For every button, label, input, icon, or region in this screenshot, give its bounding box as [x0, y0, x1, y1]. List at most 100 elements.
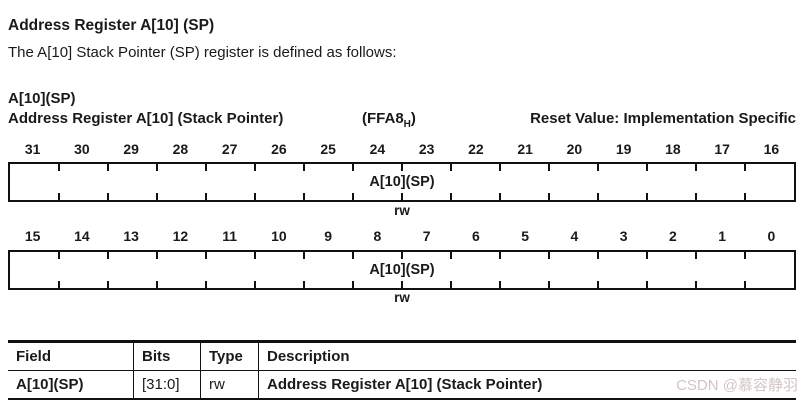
cell-divider-tick [646, 193, 648, 200]
cell-divider-tick [499, 164, 501, 171]
register-header-line: Address Register A[10] (Stack Pointer) (… [8, 110, 796, 130]
table-header-row: Field Bits Type Description [8, 343, 796, 371]
field-description-table: Field Bits Type Description A[10](SP) [3… [8, 340, 796, 400]
bit-number: 23 [418, 141, 435, 157]
cell-divider-tick [254, 164, 256, 171]
bit-number: 16 [763, 141, 780, 157]
bit-number: 8 [373, 228, 382, 244]
cell-divider-tick [744, 164, 746, 171]
cell-divider-tick [548, 281, 550, 288]
bit-number: 1 [718, 228, 727, 244]
cell-divider-tick [156, 193, 158, 200]
cell-divider-tick [744, 252, 746, 259]
column-header-type: Type [200, 343, 258, 370]
cell-divider-tick [58, 281, 60, 288]
cell-divider-tick [646, 281, 648, 288]
cell-type: rw [200, 371, 258, 398]
column-header-bits: Bits [133, 343, 200, 370]
bit-number: 10 [271, 228, 287, 244]
register-short-name: A[10](SP) [8, 90, 76, 107]
table-row: A[10](SP) [31:0] rw Address Register A[1… [8, 371, 796, 398]
cell-divider-tick [303, 193, 305, 200]
cell-divider-tick [450, 281, 452, 288]
column-header-field: Field [16, 348, 52, 365]
bit-number: 29 [123, 141, 139, 157]
register-field-label: A[10](SP) [369, 262, 435, 278]
register-long-name: Address Register A[10] (Stack Pointer) [8, 110, 284, 127]
register-address: (FFA8H) [362, 110, 416, 130]
bit-number: 3 [619, 228, 628, 244]
cell-divider-tick [303, 164, 305, 171]
reset-value-text: Reset Value: Implementation Specific [530, 110, 796, 127]
cell-divider-tick [58, 252, 60, 259]
cell-divider-tick [156, 281, 158, 288]
cell-divider-tick [695, 193, 697, 200]
page-title: Address Register A[10] (SP) [8, 17, 215, 34]
cell-divider-tick [695, 281, 697, 288]
bit-number: 26 [271, 141, 287, 157]
register-field-label: A[10](SP) [369, 174, 435, 190]
bit-number: 9 [324, 228, 333, 244]
intro-text: The A[10] Stack Pointer (SP) register is… [8, 44, 397, 61]
cell-divider-tick [58, 164, 60, 171]
cell-divider-tick [450, 193, 452, 200]
address-suffix: ) [410, 110, 416, 127]
cell-divider-tick [205, 252, 207, 259]
cell-divider-tick [597, 281, 599, 288]
bit-number: 17 [714, 141, 730, 157]
cell-divider-tick [548, 193, 550, 200]
cell-divider-tick [352, 164, 354, 171]
cell-divider-tick [205, 164, 207, 171]
cell-divider-tick [695, 164, 697, 171]
bit-number: 7 [422, 228, 431, 244]
cell-divider-tick [548, 164, 550, 171]
cell-divider-tick [646, 252, 648, 259]
bit-number: 15 [24, 228, 41, 244]
cell-description: Address Register A[10] (Stack Pointer) [258, 371, 796, 398]
register-box-high: A[10](SP) [8, 162, 796, 202]
cell-divider-tick [499, 193, 501, 200]
bit-number: 19 [615, 141, 632, 157]
cell-divider-tick [254, 193, 256, 200]
bit-number: 31 [24, 141, 41, 157]
bit-number: 4 [570, 228, 579, 244]
bit-number: 20 [566, 141, 583, 157]
cell-divider-tick [548, 252, 550, 259]
cell-divider-tick [58, 193, 60, 200]
cell-divider-tick [352, 193, 354, 200]
cell-divider-tick [499, 281, 501, 288]
cell-divider-tick [597, 252, 599, 259]
bit-number: 21 [517, 141, 533, 157]
bit-number: 22 [468, 141, 484, 157]
bit-number: 6 [471, 228, 480, 244]
cell-divider-tick [254, 252, 256, 259]
cell-divider-tick [107, 193, 109, 200]
cell-divider-tick [401, 193, 403, 200]
watermark-text: CSDN @慕容静羽 [676, 377, 798, 394]
cell-divider-tick [499, 252, 501, 259]
cell-divider-tick [695, 252, 697, 259]
bit-number: 18 [665, 141, 681, 157]
cell-divider-tick [597, 193, 599, 200]
cell-divider-tick [352, 252, 354, 259]
register-box-low: A[10](SP) [8, 250, 796, 290]
cell-divider-tick [744, 281, 746, 288]
bit-number: 11 [222, 228, 238, 244]
cell-divider-tick [107, 164, 109, 171]
bit-number: 24 [369, 141, 386, 157]
cell-divider-tick [450, 252, 452, 259]
access-type-label: rw [394, 203, 410, 218]
cell-divider-tick [646, 164, 648, 171]
cell-field: A[10](SP) [16, 376, 84, 393]
cell-divider-tick [744, 193, 746, 200]
cell-bits: [31:0] [133, 371, 200, 398]
column-header-description: Description [258, 343, 796, 370]
bit-number: 5 [521, 228, 530, 244]
bit-number: 13 [123, 228, 139, 244]
cell-divider-tick [205, 281, 207, 288]
cell-divider-tick [254, 281, 256, 288]
cell-divider-tick [107, 252, 109, 259]
